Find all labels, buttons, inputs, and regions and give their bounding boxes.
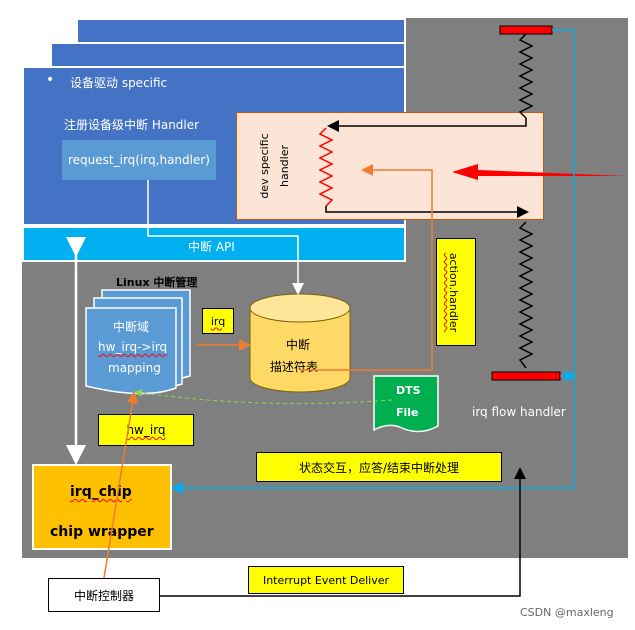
request-irq-label: request_irq(irq,handler) bbox=[68, 153, 210, 167]
driver-bullet: • bbox=[46, 72, 55, 88]
api-bar: 中断 API bbox=[22, 226, 406, 262]
irq-flow-handler-label: irq flow handler bbox=[472, 405, 566, 419]
event-deliver-box: Interrupt Event Deliver bbox=[248, 566, 404, 594]
api-label: 中断 API bbox=[188, 240, 235, 254]
descriptor-line1: 中断 bbox=[286, 338, 311, 352]
irq-label: irq bbox=[210, 314, 226, 328]
irq-domain-line3: mapping bbox=[108, 361, 161, 375]
event-deliver-label: Interrupt Event Deliver bbox=[262, 573, 390, 587]
irq-chip-line1: irq_chip bbox=[70, 484, 132, 500]
irq-controller-label: 中断控制器 bbox=[73, 588, 134, 603]
hw-irq-label: hw_irq bbox=[126, 423, 166, 437]
driver-title: 设备驱动 specific bbox=[70, 76, 168, 90]
irq-domain-line2: hw_irq->irq bbox=[98, 340, 168, 354]
dev-handler-label-2: handler bbox=[272, 112, 296, 220]
state-interaction-box: 状态交互，应答/结束中断处理 bbox=[256, 452, 502, 482]
irq-chip-box: irq_chip chip wrapper bbox=[32, 464, 172, 550]
dts-line1: DTS bbox=[396, 384, 421, 397]
register-handler-label: 注册设备级中断 Handler bbox=[64, 118, 200, 132]
state-interaction-label: 状态交互，应答/结束中断处理 bbox=[298, 460, 460, 475]
irq-chip-line2: chip wrapper bbox=[50, 524, 154, 540]
action-handler-label: action.handler bbox=[447, 252, 461, 332]
irq-label-box: irq bbox=[202, 308, 234, 334]
request-irq-box: request_irq(irq,handler) bbox=[62, 140, 216, 180]
dev-handler-line2: handler bbox=[277, 145, 291, 188]
watermark: CSDN @maxleng bbox=[520, 606, 614, 619]
action-handler-box: action.handler bbox=[436, 238, 476, 346]
descriptor-line2: 描述符表 bbox=[270, 360, 319, 374]
dts-line2: File bbox=[396, 406, 419, 419]
dev-handler-line1: dev specific bbox=[257, 133, 271, 199]
hw-irq-label-box: hw_irq bbox=[98, 414, 194, 446]
irq-domain-line1: 中断域 bbox=[113, 320, 150, 334]
irq-controller-box: 中断控制器 bbox=[48, 578, 160, 612]
